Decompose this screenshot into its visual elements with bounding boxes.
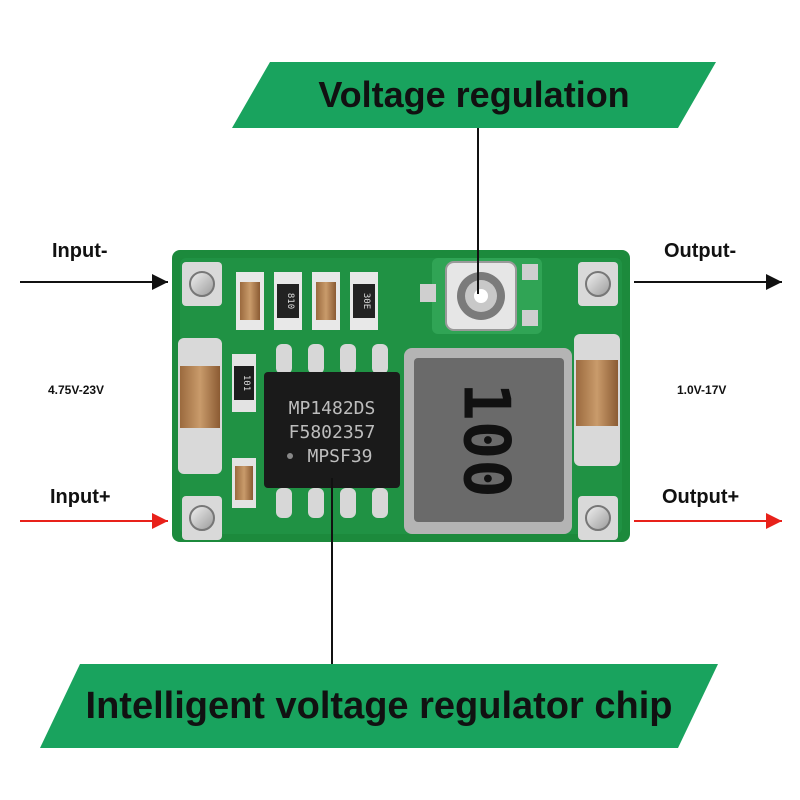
- resistor-code-810: 810: [285, 293, 295, 309]
- small-capacitor-bottom-left: [232, 458, 256, 508]
- output-capacitor: [574, 334, 620, 466]
- voltage-regulation-banner: Voltage regulation: [232, 62, 716, 128]
- terminal-pad-input-minus: [182, 262, 222, 306]
- input-plus-label: Input+: [50, 486, 111, 508]
- resistor-code-30e: 30E: [361, 293, 371, 309]
- input-capacitor: [178, 338, 222, 474]
- top-capacitor-2: [312, 272, 340, 330]
- top-resistor-810: 810: [274, 272, 302, 330]
- input-minus-label: Input-: [52, 240, 108, 262]
- top-capacitor: [236, 272, 264, 330]
- inductor-code: 100: [448, 382, 522, 498]
- chip-marking-line1: MP1482DS: [289, 398, 376, 419]
- output-minus-label: Output-: [664, 240, 737, 262]
- regulator-chip: MP1482DS F5802357 MPSF39: [264, 344, 400, 518]
- potentiometer: [420, 258, 542, 334]
- inductor: 100: [404, 348, 572, 534]
- chip-marking-line2: F5802357: [289, 422, 376, 443]
- output-voltage-range: 1.0V-17V: [677, 383, 727, 397]
- regulator-chip-banner: Intelligent voltage regulator chip: [40, 664, 718, 748]
- input-voltage-range: 4.75V-23V: [48, 383, 105, 397]
- terminal-pad-output-minus: [578, 262, 618, 306]
- diode: 101: [232, 354, 256, 412]
- output-plus-label: Output+: [662, 486, 740, 508]
- terminal-pad-output-plus: [578, 496, 618, 540]
- terminal-pad-input-plus: [182, 496, 222, 540]
- diode-code: 101: [241, 375, 251, 391]
- chip-marking-line3: MPSF39: [307, 446, 372, 467]
- top-resistor-30e: 30E: [350, 272, 378, 330]
